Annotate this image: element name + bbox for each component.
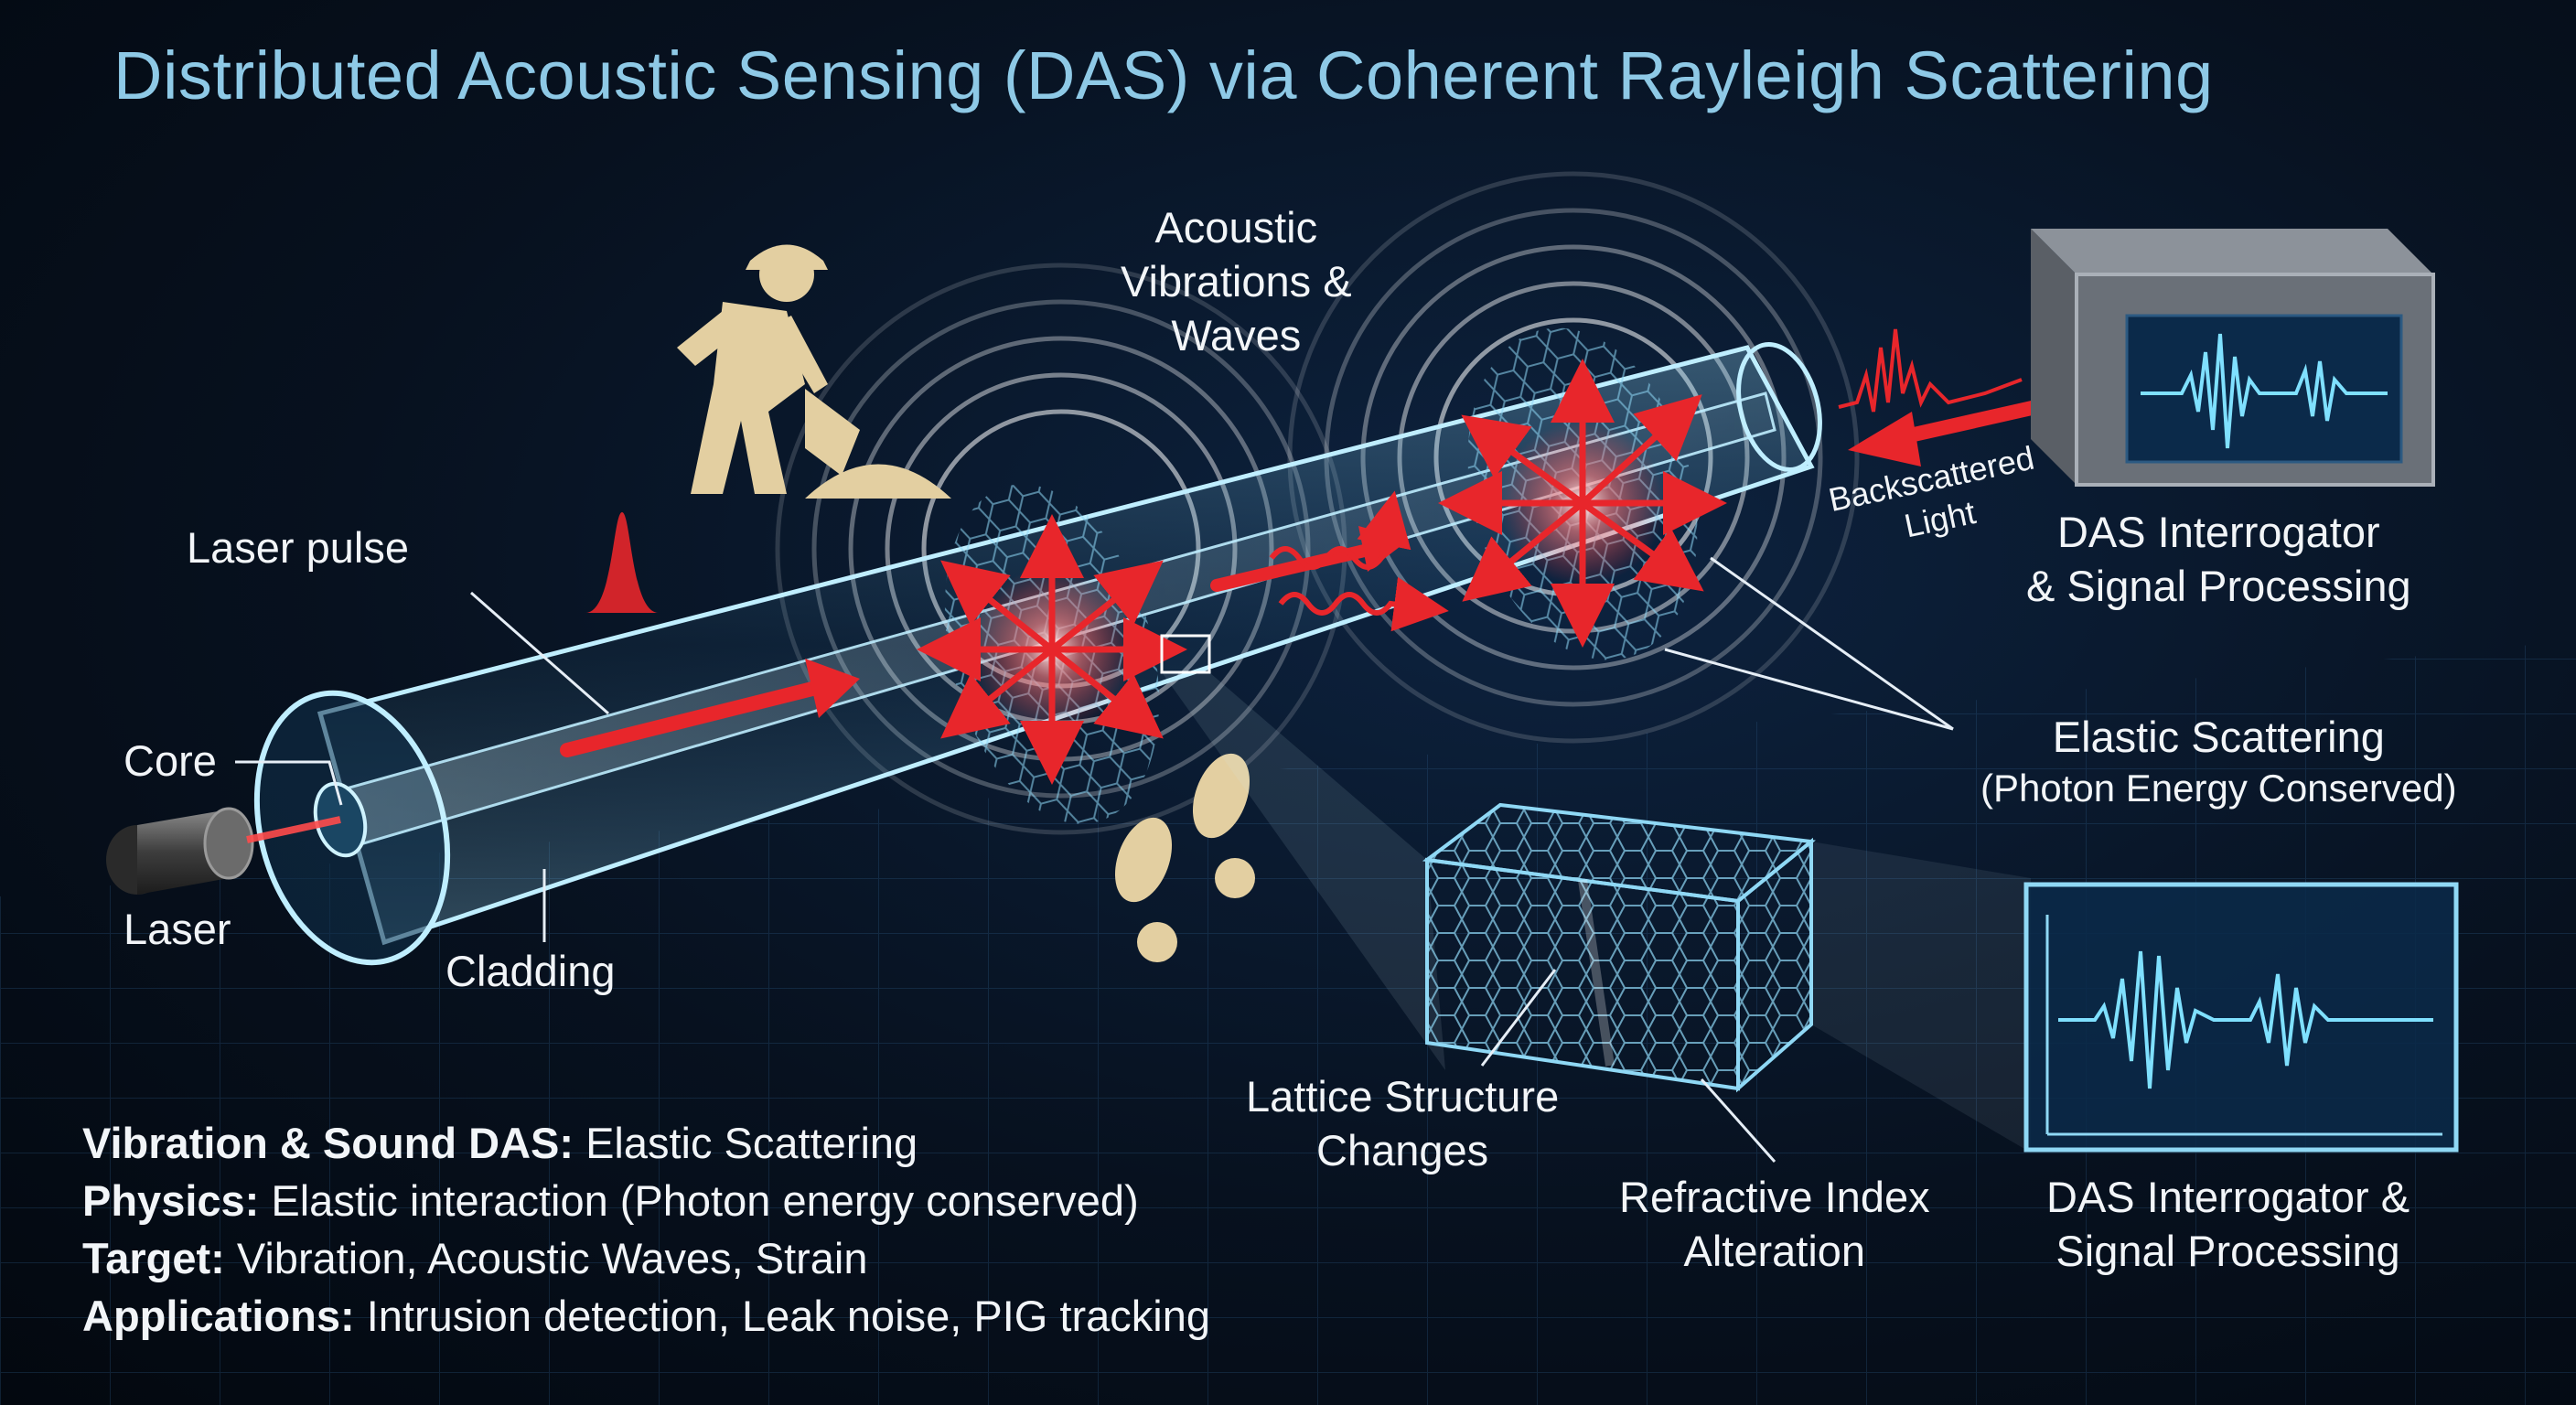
legend-value: Vibration, Acoustic Waves, Strain	[224, 1234, 868, 1282]
monitor-icon	[2125, 314, 2403, 464]
acoustic-label-line3: Waves	[1171, 310, 1302, 359]
refractive-label-line1: Refractive Index	[1619, 1173, 1930, 1221]
legend-panel: Vibration & Sound DAS: Elastic Scatterin…	[82, 1114, 1210, 1345]
laser-pulse-icon	[585, 512, 659, 613]
floor-grid	[0, 640, 2576, 1405]
interrogator-bottom-label: DAS Interrogator & Signal Processing	[2046, 1171, 2410, 1279]
acoustic-label: Acoustic Vibrations & Waves	[1121, 201, 1352, 362]
elastic-scattering-line1: Elastic Scattering	[2052, 713, 2385, 761]
waveform-top	[2141, 333, 2388, 449]
forward-arrow-1	[560, 659, 860, 757]
legend-row-physics: Physics: Elastic interaction (Photon ene…	[82, 1172, 1210, 1229]
interrogator-top-label: DAS Interrogator & Signal Processing	[2026, 506, 2411, 614]
legend-key: Physics:	[82, 1176, 260, 1225]
monitor-bottom	[2023, 882, 2459, 1153]
laser-label: Laser	[123, 905, 231, 953]
legend-row-target: Target: Vibration, Acoustic Waves, Strai…	[82, 1229, 1210, 1287]
footprints-icon	[1114, 753, 1255, 962]
legend-row-das: Vibration & Sound DAS: Elastic Scatterin…	[82, 1114, 1210, 1172]
interrogator-box-top	[2031, 229, 2435, 487]
cladding-label: Cladding	[445, 947, 616, 995]
laser-pulse-label: Laser pulse	[187, 523, 409, 572]
zoom-indicator	[1160, 634, 1445, 1070]
legend-key: Applications:	[82, 1292, 355, 1340]
leader-lines	[235, 556, 1954, 1163]
waveform-bottom	[2058, 950, 2433, 1089]
elastic-scattering-label: Elastic Scattering (Photon Energy Conser…	[1980, 711, 2457, 812]
interrogator-top-line2: & Signal Processing	[2026, 561, 2411, 610]
lattice-label-line1: Lattice Structure	[1246, 1072, 1560, 1121]
legend-key: Target:	[82, 1234, 225, 1282]
laser-icon	[106, 807, 341, 895]
elastic-scattering-line2: (Photon Energy Conserved)	[1980, 766, 2457, 810]
refractive-label: Refractive Index Alteration	[1619, 1171, 1930, 1279]
scatter-burst-right	[1438, 359, 1727, 648]
lattice-label: Lattice Structure Changes	[1246, 1070, 1559, 1178]
legend-row-applications: Applications: Intrusion detection, Leak …	[82, 1287, 1210, 1345]
interrogator-top-line1: DAS Interrogator	[2056, 508, 2380, 556]
lattice-label-line2: Changes	[1316, 1125, 1489, 1174]
refractive-label-line2: Alteration	[1683, 1226, 1866, 1275]
interrogator-bottom-line2: Signal Processing	[2055, 1226, 2400, 1275]
scatter-burst-left	[917, 514, 1187, 785]
backscatter-waveform-icon	[1838, 328, 2023, 413]
page-title: Distributed Acoustic Sensing (DAS) via C…	[113, 38, 2214, 113]
lattice-cube	[1422, 802, 1816, 1093]
wavy-arrows	[1269, 490, 1449, 632]
legend-value: Elastic interaction (Photon energy conse…	[259, 1176, 1139, 1225]
legend-key: Vibration & Sound DAS:	[82, 1119, 574, 1167]
core-label: Core	[123, 736, 217, 785]
legend-value: Elastic Scattering	[574, 1119, 918, 1167]
interrogator-bottom-line1: DAS Interrogator &	[2046, 1173, 2410, 1221]
beam-to-monitor	[1811, 842, 2031, 1153]
worker-digging-icon	[677, 244, 951, 499]
legend-value: Intrusion detection, Leak noise, PIG tra…	[354, 1292, 1210, 1340]
acoustic-label-line2: Vibrations &	[1121, 256, 1352, 306]
acoustic-label-line1: Acoustic	[1154, 203, 1318, 252]
